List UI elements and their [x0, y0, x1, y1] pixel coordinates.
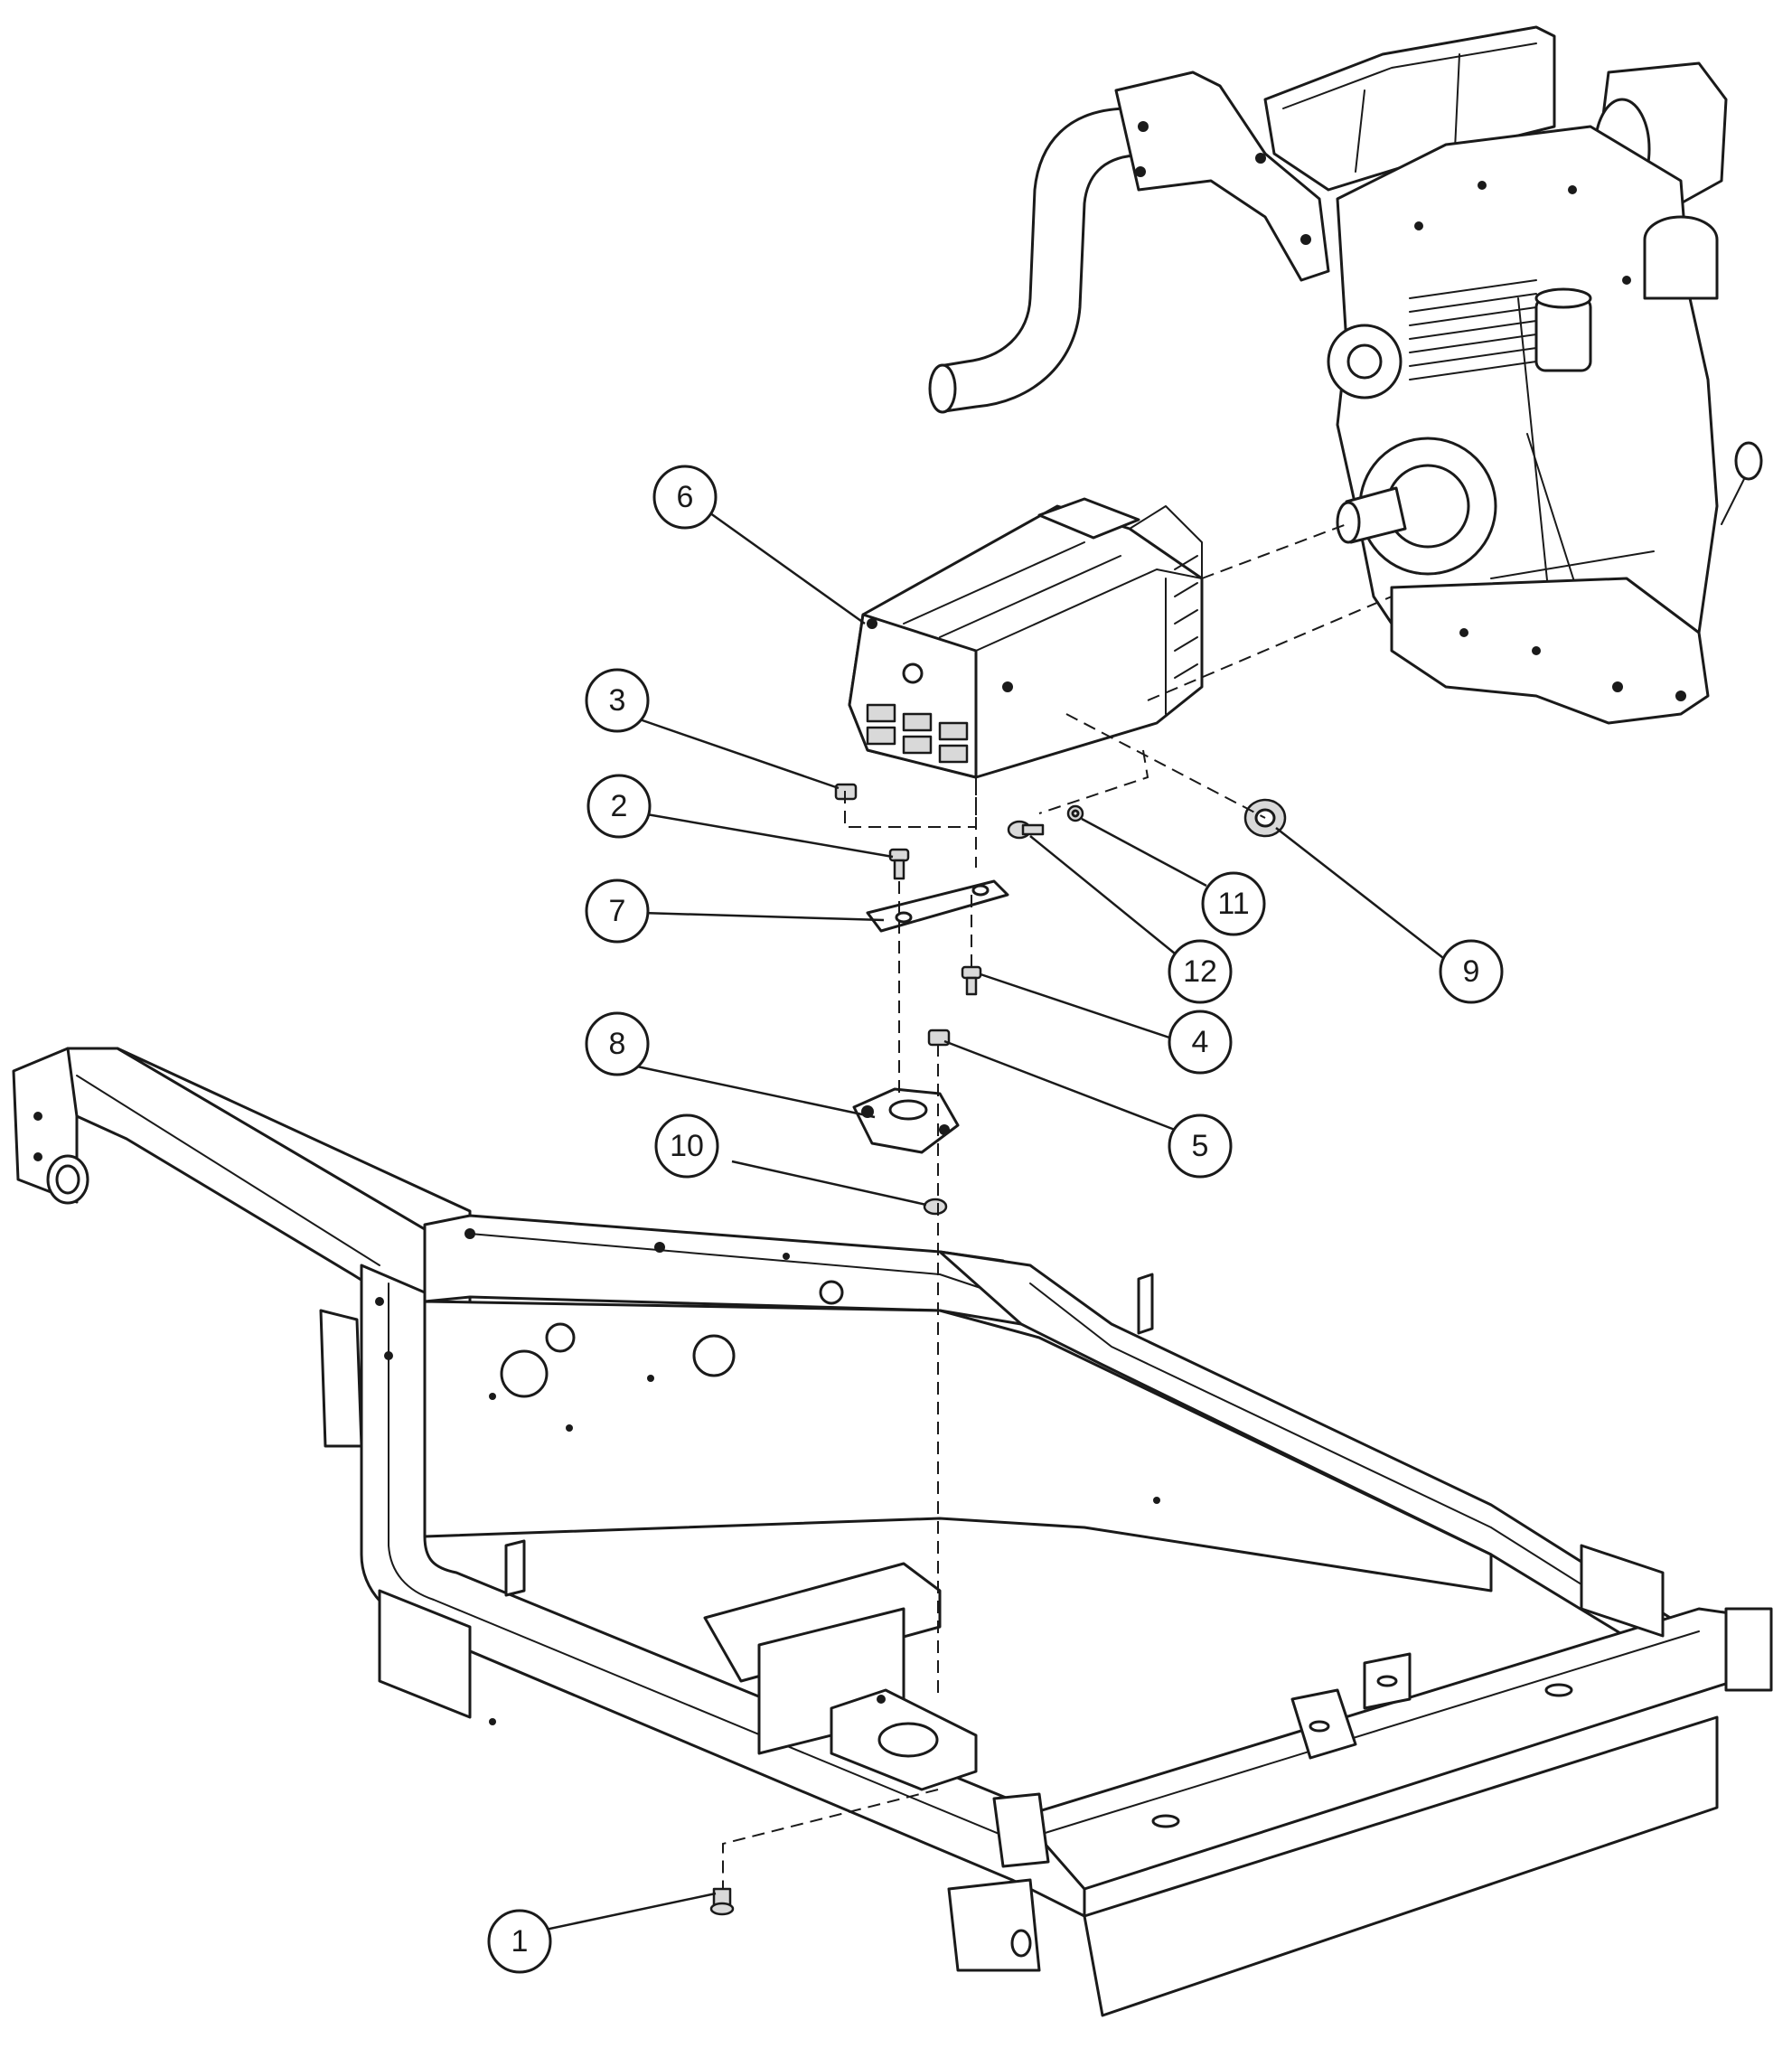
washer-10: [923, 1198, 948, 1216]
bolt-2: [888, 848, 910, 880]
mounting-plate-7: [866, 879, 1009, 933]
callout-6: 6: [652, 465, 718, 530]
callout-label: 9: [1463, 954, 1480, 989]
callout-7: 7: [585, 878, 650, 944]
callout-label: 12: [1183, 954, 1217, 989]
callout-label: 2: [611, 789, 628, 823]
callout-label: 11: [1217, 887, 1249, 921]
callout-label: 3: [609, 683, 626, 718]
alternator-housing: [848, 497, 1204, 779]
chassis-frame: [12, 1047, 1773, 2017]
callout-label: 1: [511, 1924, 529, 1959]
callout-3: 3: [585, 668, 650, 733]
bolt-12: [1007, 820, 1045, 840]
callout-2: 2: [586, 774, 652, 839]
isolator-mount-8: [852, 1087, 960, 1154]
callout-label: 4: [1192, 1025, 1209, 1059]
callout-label: 5: [1192, 1129, 1209, 1163]
callout-9: 9: [1439, 939, 1504, 1004]
callout-label: 8: [609, 1027, 626, 1061]
callout-8: 8: [585, 1011, 650, 1076]
bolt-4: [961, 965, 982, 996]
leader-lines: [523, 504, 1456, 1936]
engine-assembly: [928, 25, 1763, 725]
callout-12: 12: [1168, 939, 1233, 1004]
callout-4: 4: [1168, 1010, 1233, 1075]
callout-label: 10: [670, 1129, 704, 1163]
callout-label: 6: [677, 480, 694, 514]
callout-11: 11: [1201, 871, 1266, 936]
callout-10: 10: [654, 1113, 719, 1179]
callout-5: 5: [1168, 1113, 1233, 1179]
washer-11: [1066, 804, 1084, 822]
callout-label: 7: [609, 894, 626, 928]
callout-1: 1: [487, 1909, 552, 1974]
assembly-lines: [722, 523, 1393, 1889]
